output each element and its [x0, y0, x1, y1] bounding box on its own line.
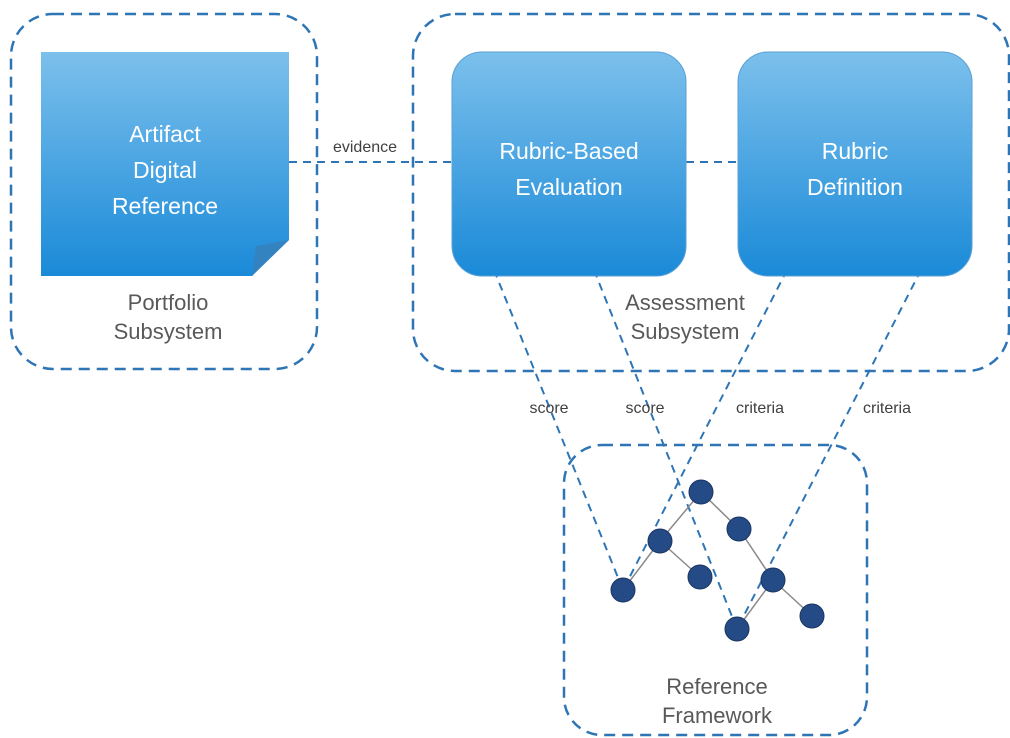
artifact-label-line2: Digital	[133, 157, 197, 183]
tree-node	[647, 528, 673, 554]
portfolio-label-line2: Subsystem	[114, 319, 223, 344]
tree-node	[724, 616, 750, 642]
score-label-left: score	[529, 400, 568, 417]
assessment-label-line2: Subsystem	[631, 319, 740, 344]
score-connector-right	[593, 269, 738, 630]
tree-node	[726, 516, 752, 542]
dog-ear-fold	[252, 240, 289, 276]
dog-eared-note-icon	[41, 52, 289, 276]
score-connector-left	[493, 269, 624, 591]
evaluation-label-line2: Evaluation	[515, 174, 622, 200]
reference-label-line2: Framework	[662, 703, 773, 728]
rubric-based-evaluation-box: Rubric-Based Evaluation	[451, 51, 687, 277]
definition-label-line2: Definition	[807, 174, 903, 200]
portfolio-subsystem-outline	[9, 12, 319, 371]
rubric-definition-box: Rubric Definition	[737, 51, 973, 277]
portfolio-label-line1: Portfolio	[128, 290, 209, 315]
criteria-label-right: criteria	[863, 400, 911, 417]
definition-label-line1: Rubric	[822, 138, 888, 164]
evidence-label: evidence	[333, 139, 397, 156]
tree-node	[610, 577, 636, 603]
tree-node	[688, 479, 714, 505]
tree-node	[687, 564, 713, 590]
reference-framework-outline	[562, 443, 869, 737]
score-label-right: score	[625, 400, 664, 417]
artifact-digital-reference-box: Artifact Digital Reference	[41, 52, 289, 276]
assessment-subsystem-outline	[411, 12, 1010, 373]
artifact-label-line1: Artifact	[129, 121, 201, 147]
assessment-label-line1: Assessment	[625, 290, 745, 315]
tree-node	[760, 567, 786, 593]
tree-node	[799, 603, 825, 629]
reference-label-line1: Reference	[666, 674, 768, 699]
criteria-label-left: criteria	[736, 400, 784, 417]
evaluation-label-line1: Rubric-Based	[499, 138, 638, 164]
artifact-label-line3: Reference	[112, 193, 218, 219]
